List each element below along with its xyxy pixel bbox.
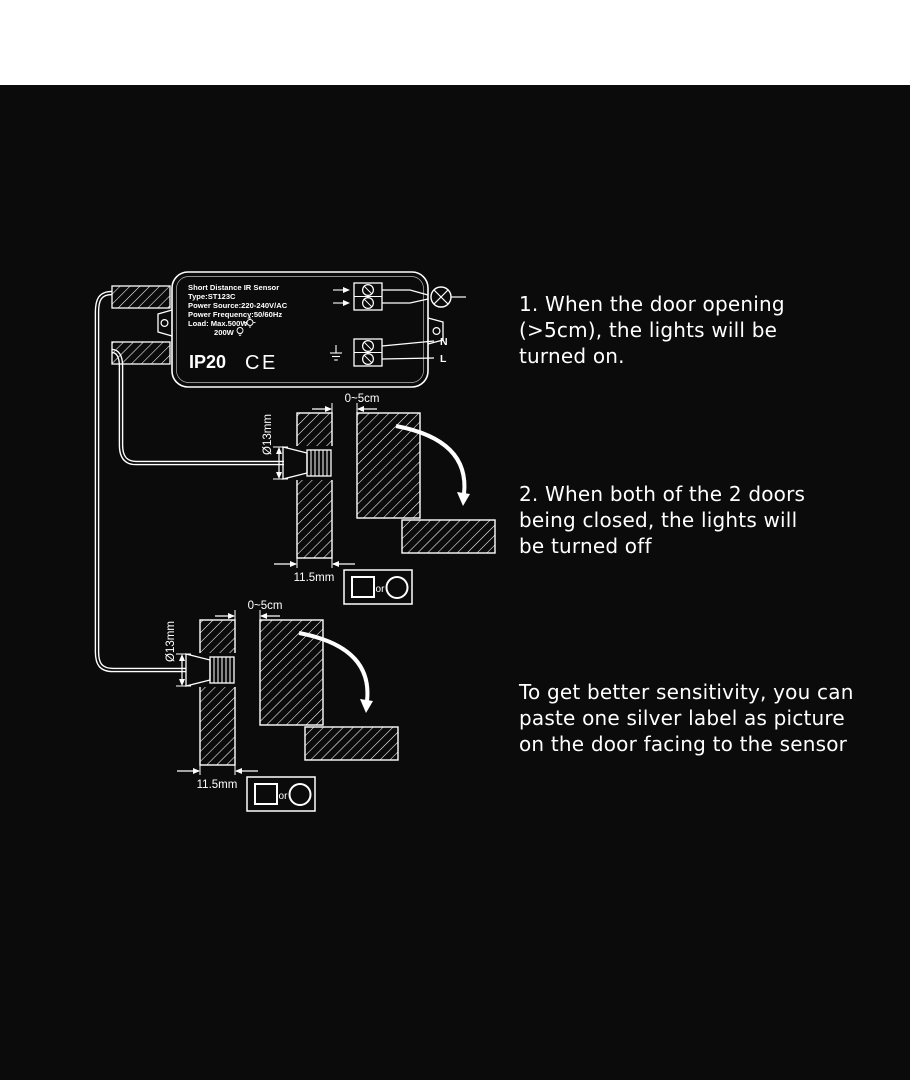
or-label: or <box>376 584 386 595</box>
instruction-2-line-1: 2. When both of the 2 doors <box>519 482 806 506</box>
ce-mark: CE <box>245 352 278 374</box>
instruction-2-line-3: be turned off <box>519 534 652 558</box>
device-spec-label: Short Distance IR Sensor Type:ST123C Pow… <box>188 283 288 337</box>
plug-connector-bottom <box>111 341 171 365</box>
input-arrows-icon <box>333 287 350 306</box>
instruction-3-line-2: paste one silver label as picture <box>519 706 845 730</box>
gap-dimension-label: 0~5cm <box>248 600 283 612</box>
ip-rating-label: IP20 <box>189 352 226 372</box>
plug-connector-top <box>111 285 171 309</box>
device-name-label: Short Distance IR Sensor <box>188 283 279 292</box>
terminal-block-top <box>353 282 383 311</box>
instruction-1-line-3: turned on. <box>519 344 625 368</box>
bulb-icon <box>236 327 244 336</box>
sensor-device: Short Distance IR Sensor Type:ST123C Pow… <box>111 271 466 388</box>
instruction-2-line-2: being closed, the lights will <box>519 508 798 532</box>
wall-thickness-label: 11.5mm <box>294 572 335 584</box>
device-body <box>157 271 444 388</box>
terminal-block-bottom <box>353 338 383 367</box>
instruction-1-line-1: 1. When the door opening <box>519 292 785 316</box>
lamp-symbol-icon <box>382 286 466 308</box>
instruction-1: 1. When the door opening (>5cm), the lig… <box>519 291 785 369</box>
cable-to-bottom-sensor <box>94 290 186 673</box>
device-load2-label: 200W <box>214 328 235 337</box>
device-frequency-label: Power Frequency:50/60Hz <box>188 310 282 319</box>
instruction-1-line-2: (>5cm), the lights will be <box>519 318 778 342</box>
sensor-diameter-label: Ø13mm <box>262 414 274 455</box>
sensor-diameter-label: Ø13mm <box>165 621 177 662</box>
incandescent-icon <box>244 317 256 328</box>
live-wire-label: L <box>440 353 447 365</box>
or-label: or <box>279 791 289 802</box>
instruction-3-line-3: on the door facing to the sensor <box>519 732 848 756</box>
instruction-3-line-1: To get better sensitivity, you can <box>519 680 854 704</box>
device-type-label: Type:ST123C <box>188 292 236 301</box>
instruction-2: 2. When both of the 2 doors being closed… <box>519 481 805 559</box>
device-load-label: Load: Max.500W <box>188 319 248 328</box>
gap-dimension-label: 0~5cm <box>345 393 380 405</box>
instruction-3: To get better sensitivity, you can paste… <box>519 679 854 757</box>
black-panel <box>0 85 910 1080</box>
neutral-wire-label: N <box>440 336 448 348</box>
wall-thickness-label: 11.5mm <box>197 779 238 791</box>
device-power-source-label: Power Source:220-240V/AC <box>188 301 288 310</box>
door-diagram-bottom: 0~5cm Ø13mm 11.5mm or <box>165 600 400 813</box>
door-diagram-top: 0~5cm Ø13mm 11.5mm or <box>262 393 497 606</box>
mains-leads <box>381 340 435 360</box>
ground-icon <box>330 345 342 361</box>
